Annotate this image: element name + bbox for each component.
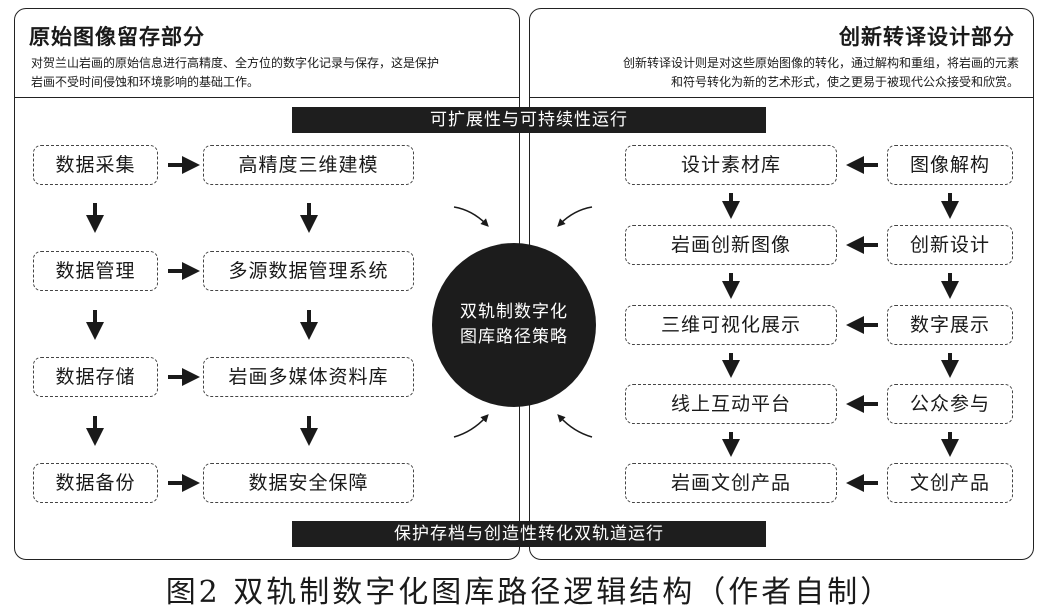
left-desc-line-2: 岩画不受时间侵蚀和环境影响的基础工作。 [31,75,260,89]
right-panel-title: 创新转译设计部分 [839,25,1015,49]
hub-line-1: 双轨制数字化 [460,302,568,322]
bottom-banner: 保护存档与创造性转化双轨道运行 [292,521,766,547]
node-online-platform: 线上互动平台 [625,384,837,424]
top-banner: 可扩展性与可持续性运行 [292,107,766,133]
central-hub: 双轨制数字化 图库路径策略 [432,243,596,407]
right-desc-line-2: 和符号转化为新的艺术形式，使之更易于被现代公众接受和欣赏。 [670,75,1019,89]
curved-arrow-bottom-left [453,414,489,438]
right-desc-line-1: 创新转译设计则是对这些原始图像的转化，通过解构和重组，将岩画的元素 [622,56,1019,70]
left-panel-title: 原始图像留存部分 [29,25,205,49]
node-design-material-library: 设计素材库 [625,145,837,185]
node-data-backup: 数据备份 [33,463,158,503]
node-data-management: 数据管理 [33,251,158,291]
node-digital-display: 数字展示 [887,305,1013,345]
right-panel-divider [530,97,1033,98]
figure-caption: 图2 双轨制数字化图库路径逻辑结构（作者自制） [165,575,894,610]
curved-arrow-top-right [557,206,593,227]
node-data-collection: 数据采集 [33,145,158,185]
node-creative-products: 文创产品 [887,463,1013,503]
left-desc-line-1: 对贺兰山岩画的原始信息进行高精度、全方位的数字化记录与保存，这是保护 [31,56,440,70]
node-3d-visual-display: 三维可视化展示 [625,305,837,345]
curved-arrow-bottom-right [557,414,593,438]
node-public-participation: 公众参与 [887,384,1013,424]
node-multi-source-system: 多源数据管理系统 [203,251,414,291]
left-panel-description: 对贺兰山岩画的原始信息进行高精度、全方位的数字化记录与保存，这是保护 岩画不受时… [31,54,503,92]
node-image-deconstruction: 图像解构 [887,145,1013,185]
node-rock-art-innovative-image: 岩画创新图像 [625,225,837,265]
node-rock-art-products: 岩画文创产品 [625,463,837,503]
node-data-security: 数据安全保障 [203,463,414,503]
right-panel-description: 创新转译设计则是对这些原始图像的转化，通过解构和重组，将岩画的元素 和符号转化为… [546,54,1019,92]
curved-arrow-top-left [453,206,489,227]
hub-line-2: 图库路径策略 [460,327,568,347]
node-multimedia-library: 岩画多媒体资料库 [203,357,414,397]
left-panel-divider [15,97,519,98]
node-innovative-design: 创新设计 [887,225,1013,265]
node-3d-modeling: 高精度三维建模 [203,145,414,185]
node-data-storage: 数据存储 [33,357,158,397]
